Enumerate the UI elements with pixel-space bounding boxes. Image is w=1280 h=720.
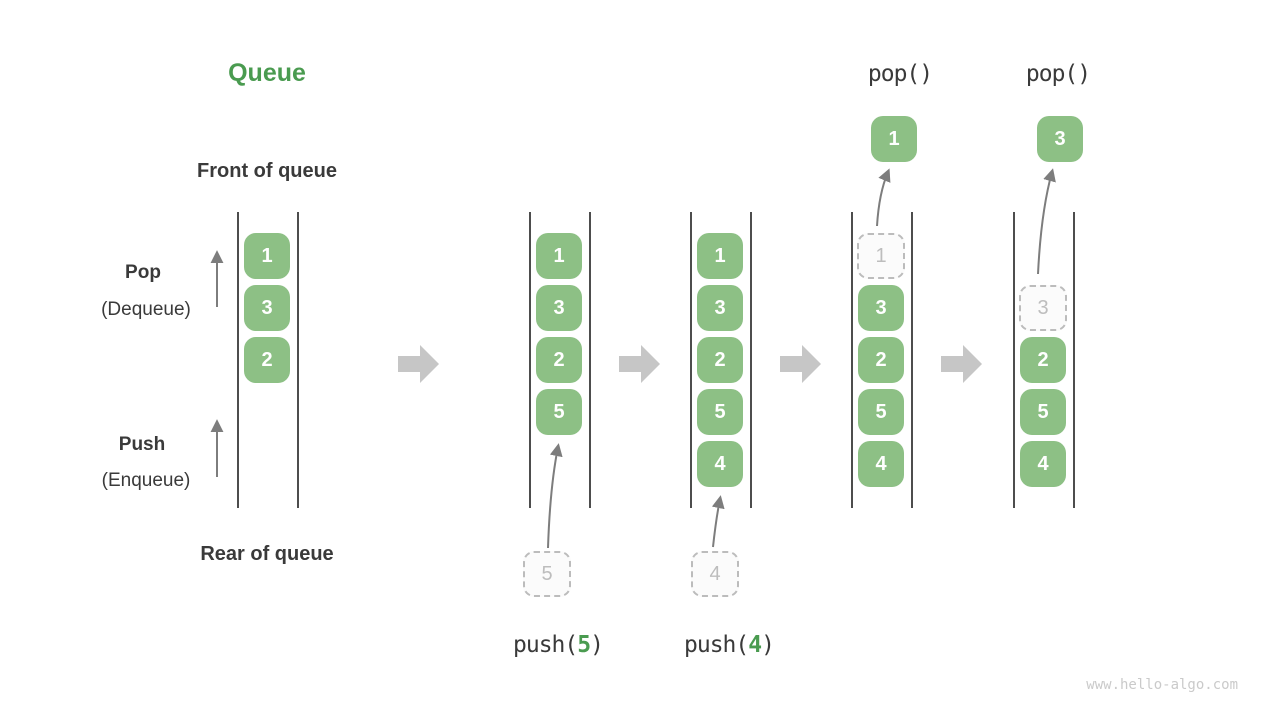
dequeue-label: (Dequeue) — [101, 299, 191, 320]
front-of-queue-label: Front of queue — [197, 160, 337, 182]
queue-element: 2 — [858, 337, 904, 383]
queue-element: 2 — [244, 337, 290, 383]
queue-element: 4 — [1020, 441, 1066, 487]
push-label: Push — [118, 434, 166, 455]
next-state-arrow-icon — [619, 345, 660, 383]
column1-left-line — [237, 212, 239, 508]
incoming-element-ghost: 5 — [523, 551, 571, 597]
queue-element: 1 — [536, 233, 582, 279]
next-state-arrow-icon — [398, 345, 439, 383]
column1-right-line — [297, 212, 299, 508]
column3-right-line — [750, 212, 752, 508]
diagram-title: Queue — [228, 59, 306, 87]
next-state-arrow-icon — [780, 345, 821, 383]
column5-left-line — [1013, 212, 1015, 508]
push-arg: 4 — [748, 632, 762, 658]
popped-element: 1 — [871, 116, 917, 162]
queue-element: 5 — [697, 389, 743, 435]
pop-operation-label: pop() — [867, 61, 933, 87]
queue-element: 1 — [244, 233, 290, 279]
push-arg: 5 — [577, 632, 591, 658]
rear-of-queue-label: Rear of queue — [200, 543, 334, 565]
column4-right-line — [911, 212, 913, 508]
queue-element: 1 — [697, 233, 743, 279]
push-operation-label: push(4) — [684, 632, 775, 658]
popped-element: 3 — [1037, 116, 1083, 162]
removed-element-ghost: 1 — [857, 233, 905, 279]
enqueue-label: (Enqueue) — [101, 470, 191, 491]
queue-element: 5 — [858, 389, 904, 435]
queue-element: 3 — [536, 285, 582, 331]
incoming-element-ghost: 4 — [691, 551, 739, 597]
column4-left-line — [851, 212, 853, 508]
queue-element: 4 — [697, 441, 743, 487]
queue-element: 3 — [858, 285, 904, 331]
queue-element: 4 — [858, 441, 904, 487]
push-operation-label: push(5) — [513, 632, 604, 658]
queue-element: 3 — [697, 285, 743, 331]
queue-element: 2 — [697, 337, 743, 383]
queue-element: 2 — [536, 337, 582, 383]
column2-right-line — [589, 212, 591, 508]
pop-label: Pop — [125, 262, 161, 283]
queue-element: 5 — [1020, 389, 1066, 435]
removed-element-ghost: 3 — [1019, 285, 1067, 331]
push5-motion-arrow-icon — [547, 443, 563, 549]
watermark: www.hello-algo.com — [1086, 677, 1238, 693]
column5-right-line — [1073, 212, 1075, 508]
pop3-motion-arrow-icon — [1037, 168, 1056, 275]
next-state-arrow-icon — [941, 345, 982, 383]
pop1-motion-arrow-icon — [876, 168, 891, 227]
queue-element: 3 — [244, 285, 290, 331]
queue-element: 2 — [1020, 337, 1066, 383]
pop-operation-label: pop() — [1025, 61, 1091, 87]
column2-left-line — [529, 212, 531, 508]
push4-motion-arrow-icon — [711, 495, 725, 548]
queue-element: 5 — [536, 389, 582, 435]
column3-left-line — [690, 212, 692, 508]
